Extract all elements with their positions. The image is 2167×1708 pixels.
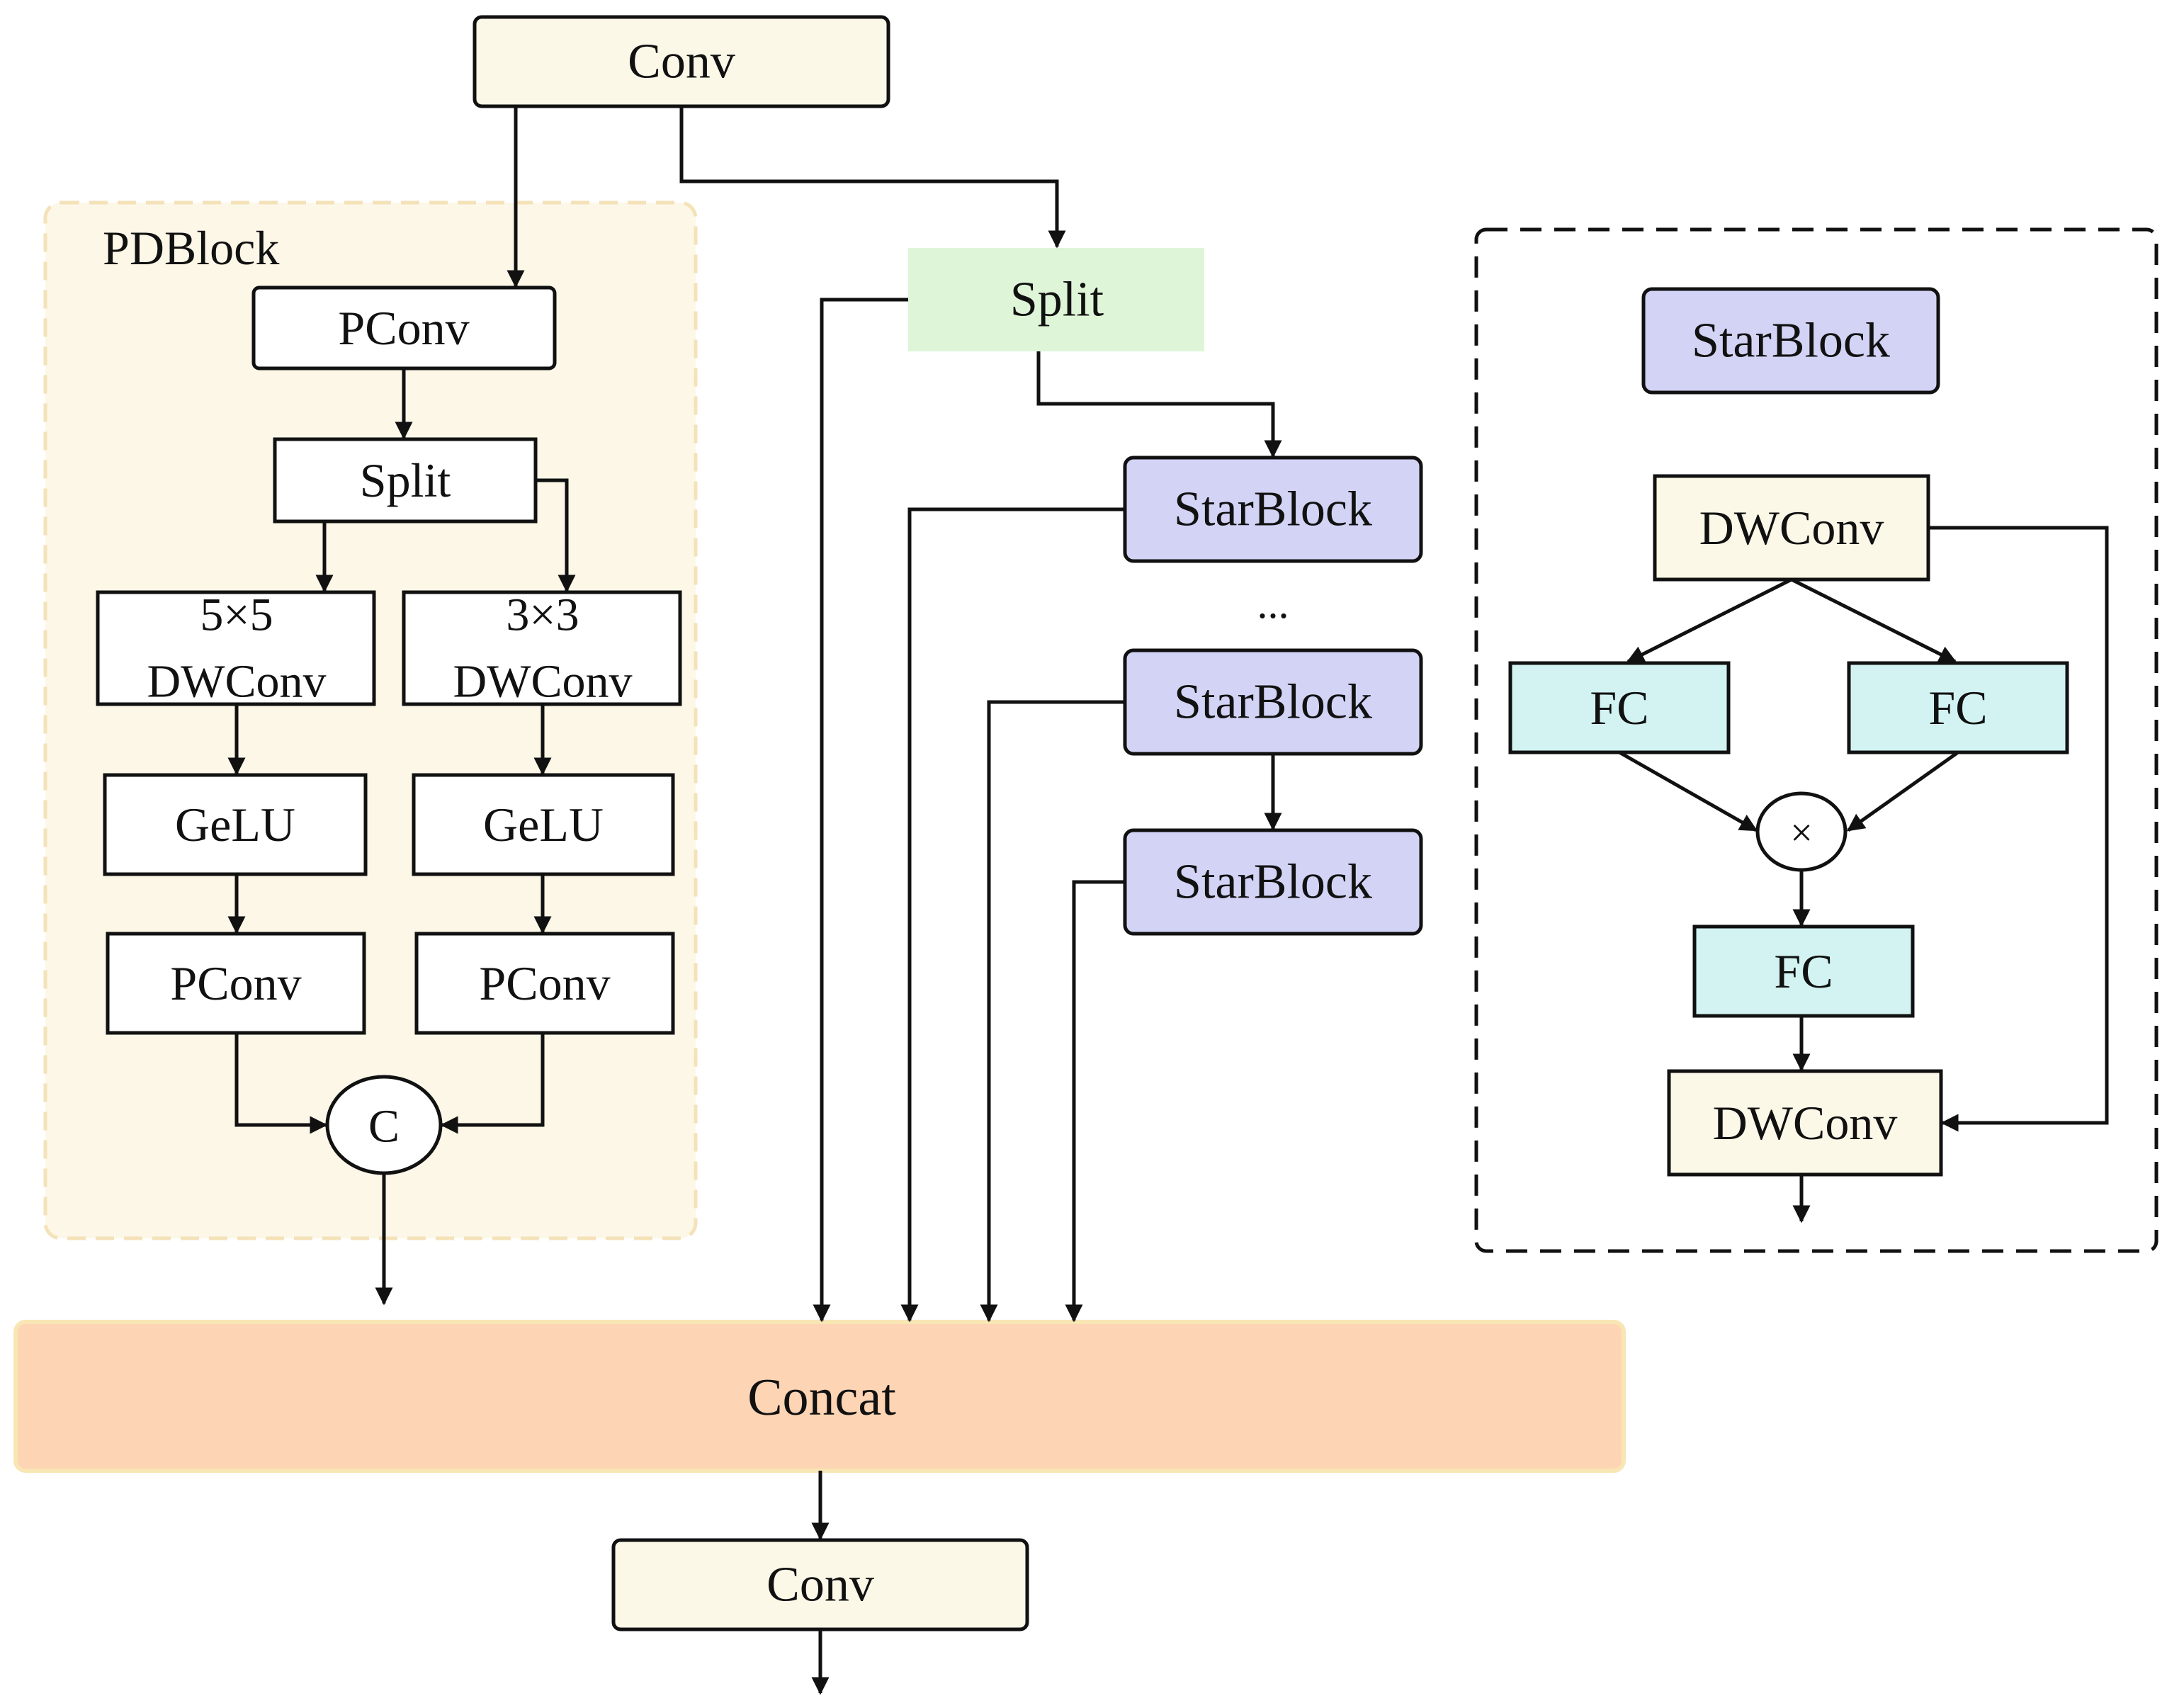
legend-starblock-box: [1641, 287, 1940, 395]
legend-fc-bottom-label: FC: [1774, 944, 1833, 998]
connectors: [227, 106, 2109, 1695]
middle-split-box: [908, 248, 1204, 351]
dwconv-3x3-label: DWConv: [453, 656, 633, 708]
pconv-right-box: [414, 932, 675, 1035]
arrow-residual-skip: [1928, 526, 2109, 1132]
channel-concat-symbol: C: [368, 1101, 400, 1153]
legend-multiply-symbol: ×: [1790, 811, 1813, 855]
legend-starblock-title: StarBlock: [1692, 314, 1890, 368]
bottom-conv-label: Conv: [766, 1558, 874, 1612]
dwconv-3x3-kernel: 3×3: [506, 589, 579, 641]
dwconv-5x5-kernel: 5×5: [200, 589, 273, 641]
pdblock-title: PDBlock: [103, 221, 279, 275]
pdblock-pconv-label: PConv: [338, 301, 469, 355]
starblock-1-label: StarBlock: [1174, 482, 1372, 537]
arrow-conv-to-split: [679, 106, 1066, 249]
pconv-right-label: PConv: [479, 956, 610, 1010]
starblock-2-label: StarBlock: [1174, 675, 1372, 730]
arrow-pconv-right-to-c: [440, 1033, 545, 1134]
starblock-detail-region: [1474, 227, 2158, 1253]
arrow-fc-left-to-multiply: [1618, 750, 1758, 832]
dwconv-5x5-box: [96, 590, 376, 706]
starblock-3-label: StarBlock: [1174, 855, 1372, 910]
dwconv-5x5-label: DWConv: [147, 656, 327, 708]
legend-dwconv-top-box: [1653, 474, 1930, 582]
arrow-fc-right-to-multiply: [1846, 750, 1959, 832]
arrow-split-to-starblock: [1036, 351, 1282, 458]
arrow-pconv-left-to-c: [234, 1033, 328, 1134]
arrow-starblock2-to-concat: [980, 700, 1125, 1323]
arrow-dwconv-to-fc-right: [1790, 577, 1957, 664]
concat-label: Concat: [747, 1369, 896, 1427]
starblock-ellipsis: ...: [1257, 580, 1289, 627]
legend-fc-right-box: [1847, 661, 2069, 754]
dwconv-3x3-box: [402, 590, 682, 706]
arrow-split-to-concat: [813, 298, 908, 1323]
legend-fc-left-label: FC: [1590, 681, 1648, 735]
arrow-starblock1-to-concat: [900, 507, 1125, 1323]
pdblock-split-label: Split: [360, 453, 451, 507]
middle-split-label: Split: [1010, 273, 1104, 327]
legend-fc-right-label: FC: [1928, 681, 1987, 735]
legend-fc-left-box: [1508, 661, 1731, 754]
legend-dwconv-bottom-label: DWConv: [1713, 1096, 1898, 1150]
arrow-dwconv-to-fc-left: [1626, 577, 1793, 664]
arrow-split-to-3x3: [536, 478, 576, 593]
arrow-starblock3-to-concat: [1065, 880, 1125, 1323]
pconv-left-label: PConv: [170, 956, 301, 1010]
gelu-left-label: GeLU: [175, 798, 295, 852]
top-conv-label: Conv: [628, 35, 735, 89]
legend-dwconv-top-label: DWConv: [1699, 501, 1884, 555]
gelu-right-label: GeLU: [483, 798, 604, 852]
